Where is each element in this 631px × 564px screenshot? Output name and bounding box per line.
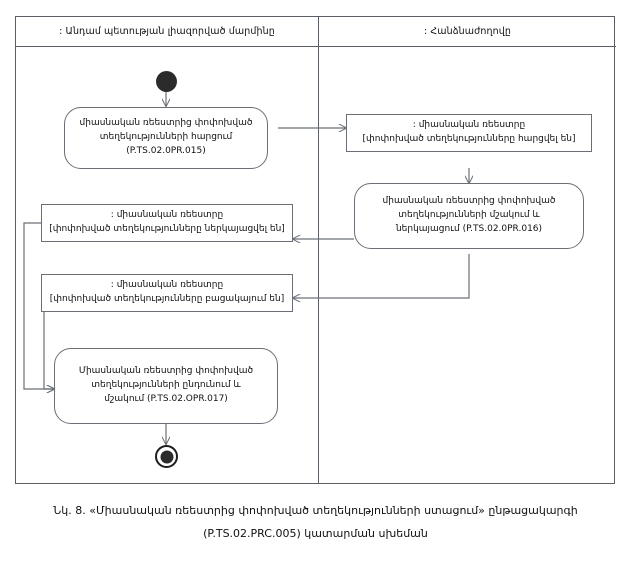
swimlane-applicant: : Անդամ պետության լիազորված մարմինը — [16, 17, 319, 483]
activity-diagram: : Անդամ պետության լիազորված մարմինը : Հա… — [15, 16, 616, 484]
activity-receive-and-process-information[interactable]: Միասնական ռեեստրից փոփոխված տեղեկություն… — [54, 348, 278, 424]
node-line: [փոփոխված տեղեկությունները հարցվել են] — [362, 134, 576, 144]
node-line: : միասնական ռեեստրը — [412, 120, 526, 131]
node-line: : միասնական ռեեստրը — [110, 210, 224, 221]
node-line: տեղեկությունների մշակում և — [398, 210, 540, 221]
activity-process-and-present-information[interactable]: միասնական ռեեստրից փոփոխված տեղեկություն… — [354, 183, 584, 249]
swimlane-header-applicant: : Անդամ պետության լիազորված մարմինը — [16, 17, 318, 47]
swimlane-commission: : Հանձնաժողովը — [319, 17, 616, 483]
figure-caption: Նկ. 8. «Միասնական ռեեստրից փոփոխված տեղե… — [0, 500, 631, 545]
node-line: ներկայացում (P.TS.02.0PR.016) — [395, 223, 543, 234]
node-line: [փոփոխված տեղեկությունները ներկայացվել ե… — [49, 224, 285, 234]
node-line: : միասնական ռեեստրը — [110, 280, 224, 291]
node-line: մշակում (P.TS.02.OPR.017) — [104, 393, 228, 404]
node-line: միասնական ռեեստրից փոփոխված — [382, 196, 556, 207]
state-registry-information-requested[interactable]: : միասնական ռեեստրը [փոփոխված տեղեկությո… — [346, 114, 592, 152]
node-line: տեղեկությունների հարցում — [99, 132, 233, 143]
node-line: միասնական ռեեստրից փոփոխված — [79, 118, 253, 129]
start-node — [156, 71, 177, 92]
node-line: (P.TS.02.0PR.015) — [126, 145, 206, 156]
state-registry-information-absent[interactable]: : միասնական ռեեստրը [փոփոխված տեղեկությո… — [41, 274, 293, 312]
node-line: Միասնական ռեեստրից փոփոխված — [78, 366, 254, 377]
caption-line-1: Նկ. 8. «Միասնական ռեեստրից փոփոխված տեղե… — [53, 504, 578, 517]
end-node — [155, 445, 178, 468]
caption-line-2: (P.TS.02.PRC.005) կատարման սխեման — [203, 526, 428, 540]
state-registry-information-presented[interactable]: : միասնական ռեեստրը [փոփոխված տեղեկությո… — [41, 204, 293, 242]
node-line: տեղեկությունների ընդունում և — [91, 380, 241, 391]
node-line: [փոփոխված տեղեկությունները բացակայում են… — [49, 294, 285, 304]
activity-request-changed-information[interactable]: միասնական ռեեստրից փոփոխված տեղեկություն… — [64, 107, 268, 169]
swimlane-header-commission: : Հանձնաժողովը — [319, 17, 616, 47]
